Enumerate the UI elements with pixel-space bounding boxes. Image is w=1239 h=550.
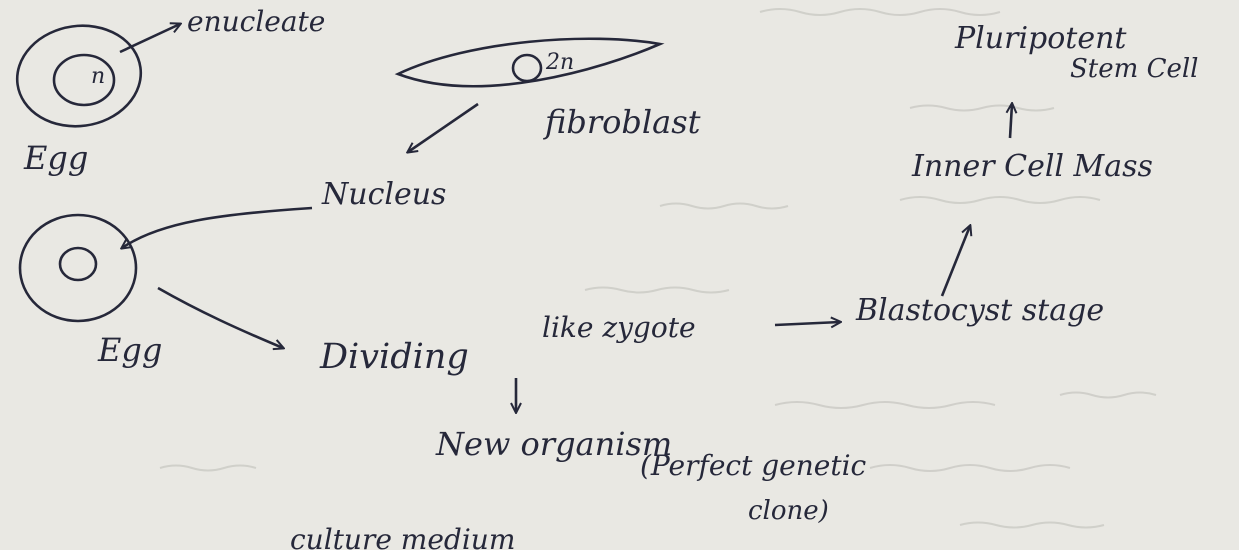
- label-enucleate: enucleate: [187, 5, 326, 38]
- label-blastocyst: Blastocyst stage: [856, 293, 1105, 328]
- nucleus-to-egg-arrow: [122, 206, 313, 248]
- egg-top-outer: [15, 24, 143, 128]
- label-pluripotent: Pluripotent: [955, 21, 1127, 56]
- label-like-zygote: like zygote: [542, 311, 696, 344]
- blastocyst-to-icm-arrow: [940, 226, 970, 297]
- egg-to-dividing-arrow: [157, 286, 283, 348]
- fibroblast-nucleus: [511, 53, 543, 83]
- label-perfect-genetic: (Perfect genetic: [640, 449, 867, 482]
- label-egg-bottom: Egg: [98, 331, 163, 369]
- egg-top-nucleus: [52, 53, 116, 107]
- label-haploid: n: [91, 64, 106, 89]
- label-fibroblast: fibroblast: [545, 103, 701, 141]
- label-clone: clone): [748, 496, 829, 526]
- label-diploid: 2n: [546, 50, 575, 75]
- label-egg-top: Egg: [24, 139, 89, 177]
- egg-bottom-outer: [18, 213, 138, 323]
- bleed-through: [159, 8, 1157, 529]
- label-new-organism: New organism: [436, 425, 673, 463]
- label-nucleus: Nucleus: [322, 177, 447, 212]
- icm-to-stem-arrow: [1010, 104, 1012, 139]
- zygote-to-blastocyst-arrow: [774, 322, 840, 325]
- label-inner-cell-mass: Inner Cell Mass: [912, 149, 1153, 184]
- egg-bottom-nucleus: [58, 246, 98, 282]
- fibroblast-cell: [394, 37, 665, 88]
- label-culture-medium: culture medium: [290, 523, 516, 550]
- enucleate-arrow: [119, 24, 180, 54]
- label-dividing: Dividing: [320, 337, 469, 377]
- label-stem-cell: Stem Cell: [1070, 54, 1199, 84]
- nucleus-transfer-arrow: [408, 102, 479, 152]
